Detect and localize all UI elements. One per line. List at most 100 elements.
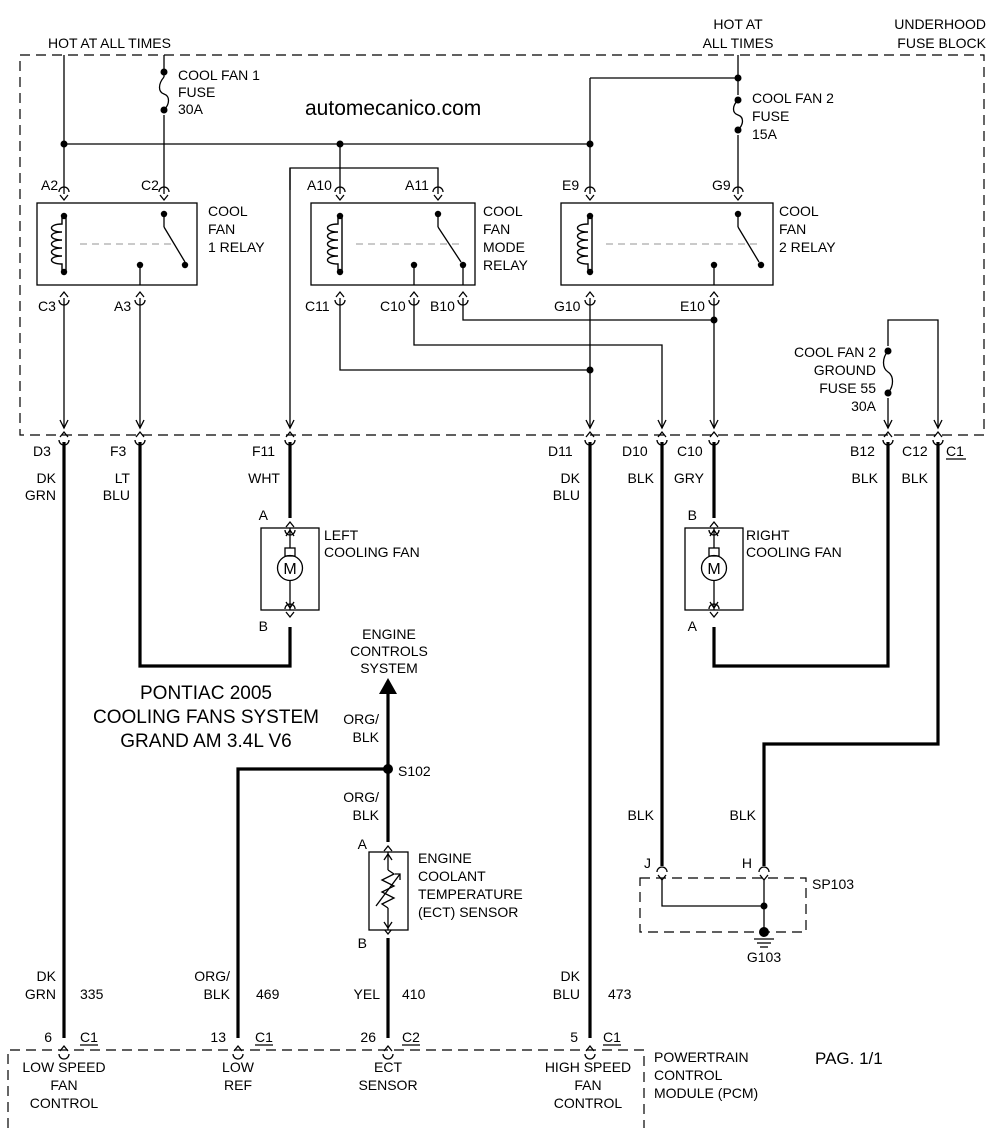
svg-text:BLU: BLU <box>553 986 580 1002</box>
right-cooling-fan: M B A RIGHT COOLING FAN <box>684 507 842 634</box>
svg-text:S102: S102 <box>398 763 431 779</box>
svg-text:D10: D10 <box>622 443 648 459</box>
svg-text:G10: G10 <box>554 298 581 314</box>
svg-text:BLK: BLK <box>353 729 380 745</box>
wire-color-labels: DK GRN LT BLU WHT DK BLU BLK GRY BLK BLK <box>25 470 929 503</box>
svg-text:M: M <box>707 561 720 578</box>
svg-text:2 RELAY: 2 RELAY <box>779 239 836 255</box>
svg-text:A: A <box>259 507 269 523</box>
svg-text:BLK: BLK <box>628 470 655 486</box>
svg-text:RIGHT: RIGHT <box>746 527 790 543</box>
svg-text:C12: C12 <box>902 443 928 459</box>
svg-text:A10: A10 <box>307 177 332 193</box>
svg-text:C1: C1 <box>946 443 964 459</box>
watermark: automecanico.com <box>305 97 481 120</box>
svg-text:DK: DK <box>37 470 57 486</box>
svg-text:ECT: ECT <box>374 1059 402 1075</box>
svg-text:DK: DK <box>37 968 57 984</box>
svg-text:SYSTEM: SYSTEM <box>360 660 418 676</box>
svg-text:M: M <box>283 561 296 578</box>
svg-text:COOL: COOL <box>779 203 819 219</box>
external-wiring <box>62 442 940 1038</box>
svg-text:GRAND AM 3.4L V6: GRAND AM 3.4L V6 <box>120 731 291 752</box>
svg-text:CONTROL: CONTROL <box>30 1095 99 1111</box>
svg-text:6: 6 <box>44 1029 52 1045</box>
svg-text:ENGINE: ENGINE <box>362 626 416 642</box>
svg-text:GRY: GRY <box>674 470 705 486</box>
svg-text:YEL: YEL <box>354 986 381 1002</box>
svg-text:A: A <box>688 618 698 634</box>
svg-text:F11: F11 <box>252 443 275 459</box>
svg-text:30A: 30A <box>851 398 877 414</box>
hot-at-all-times-right-l1: HOT AT <box>713 16 763 32</box>
svg-text:E9: E9 <box>562 177 579 193</box>
splice-s102: S102 ORG/ BLK <box>343 763 431 823</box>
svg-text:410: 410 <box>402 986 426 1002</box>
svg-text:COOL: COOL <box>483 203 523 219</box>
svg-text:A11: A11 <box>405 177 429 193</box>
svg-text:CONTROL: CONTROL <box>654 1067 723 1083</box>
svg-text:BLU: BLU <box>553 487 580 503</box>
svg-text:BLK: BLK <box>353 807 380 823</box>
fuse-block-label-l2: FUSE BLOCK <box>897 35 986 51</box>
svg-text:RELAY: RELAY <box>483 257 529 273</box>
svg-text:COOLING FANS SYSTEM: COOLING FANS SYSTEM <box>93 707 319 728</box>
svg-text:SENSOR: SENSOR <box>358 1077 417 1093</box>
svg-text:FUSE: FUSE <box>178 84 215 100</box>
svg-text:GRN: GRN <box>25 487 56 503</box>
svg-text:C2: C2 <box>402 1029 420 1045</box>
svg-text:D11: D11 <box>548 443 573 459</box>
svg-text:1 RELAY: 1 RELAY <box>208 239 265 255</box>
svg-text:MODE: MODE <box>483 239 525 255</box>
svg-text:CONTROLS: CONTROLS <box>350 643 428 659</box>
hot-at-all-times-right-l2: ALL TIMES <box>703 35 774 51</box>
svg-text:FAN: FAN <box>779 221 806 237</box>
svg-text:GRN: GRN <box>25 986 56 1002</box>
svg-text:FUSE 55: FUSE 55 <box>819 380 876 396</box>
svg-text:C1: C1 <box>255 1029 273 1045</box>
svg-text:FAN: FAN <box>50 1077 77 1093</box>
svg-text:MODULE (PCM): MODULE (PCM) <box>654 1085 758 1101</box>
fuse-block-output-connectors: D3 F3 F11 D11 D10 C10 B12 C12 C1 <box>33 431 966 460</box>
svg-text:CONTROL: CONTROL <box>554 1095 623 1111</box>
svg-text:FUSE: FUSE <box>752 108 789 124</box>
engine-controls-system: ENGINE CONTROLS SYSTEM ORG/ BLK <box>343 626 428 745</box>
svg-text:(ECT) SENSOR: (ECT) SENSOR <box>418 904 518 920</box>
svg-text:B10: B10 <box>430 298 455 314</box>
svg-text:COOLANT: COOLANT <box>418 868 486 884</box>
svg-text:G103: G103 <box>747 949 781 965</box>
svg-text:G9: G9 <box>712 177 731 193</box>
svg-text:ORG/: ORG/ <box>194 968 230 984</box>
svg-text:5: 5 <box>570 1029 578 1045</box>
power-feed-wiring <box>60 55 742 190</box>
svg-text:A: A <box>358 836 368 852</box>
svg-text:C1: C1 <box>603 1029 621 1045</box>
svg-text:B12: B12 <box>850 443 875 459</box>
svg-text:335: 335 <box>80 986 104 1002</box>
svg-text:POWERTRAIN: POWERTRAIN <box>654 1049 749 1065</box>
page-number: PAG. 1/1 <box>815 1049 883 1068</box>
svg-text:B: B <box>688 507 697 523</box>
svg-text:FAN: FAN <box>483 221 510 237</box>
svg-text:BLK: BLK <box>204 986 231 1002</box>
svg-text:COOL FAN 1: COOL FAN 1 <box>178 67 260 83</box>
svg-text:J: J <box>644 855 651 871</box>
svg-text:COOLING FAN: COOLING FAN <box>324 544 420 560</box>
svg-text:TEMPERATURE: TEMPERATURE <box>418 886 523 902</box>
svg-text:A2: A2 <box>41 177 58 193</box>
svg-text:BLK: BLK <box>628 807 655 823</box>
svg-text:ORG/: ORG/ <box>343 789 379 805</box>
svg-text:ORG/: ORG/ <box>343 711 379 727</box>
fuse-block-label-l1: UNDERHOOD <box>894 16 986 32</box>
svg-text:LOW: LOW <box>222 1059 255 1075</box>
svg-text:C11: C11 <box>305 298 330 314</box>
svg-text:BLK: BLK <box>902 470 929 486</box>
svg-text:COOLING FAN: COOLING FAN <box>746 544 842 560</box>
svg-text:473: 473 <box>608 986 632 1002</box>
svg-text:LT: LT <box>115 470 131 486</box>
svg-text:H: H <box>742 855 752 871</box>
cool-fan-1-relay: COOL FAN 1 RELAY <box>36 202 265 286</box>
svg-text:15A: 15A <box>752 126 778 142</box>
svg-text:GROUND: GROUND <box>814 362 876 378</box>
